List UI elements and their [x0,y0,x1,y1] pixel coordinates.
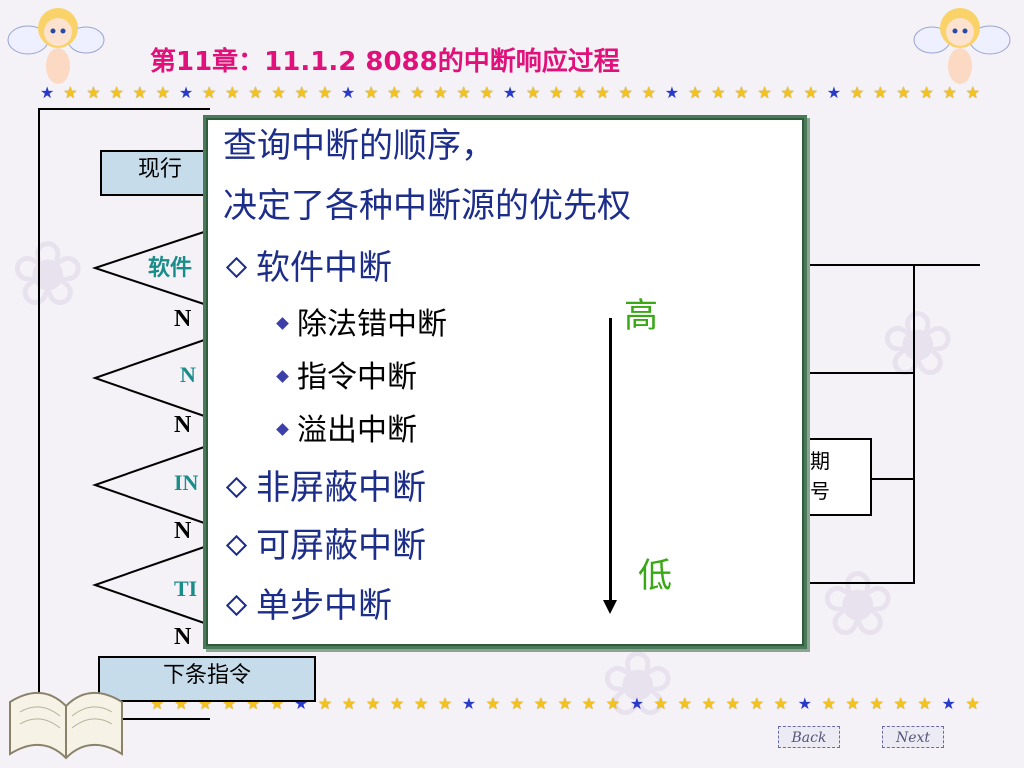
current-instruction-box: 现行 [100,150,220,196]
background-flower-decoration: ❀ [820,552,896,657]
priority-item-label: 非屏蔽中断 [256,468,426,508]
flowchart-diamonds [91,229,211,626]
open-book-decoration [9,691,123,760]
diamond-label-software: 软件 [148,256,193,281]
sub-item-divide-error: 除法错中断 [274,305,447,345]
diamond-bullet-icon [276,369,289,383]
slide-title: 第11章：11.1.2 8088的中断响应过程 [150,47,620,77]
connector-line [913,264,915,584]
priority-item-single-step: 单步中断 [223,584,392,628]
priority-item-label: 单步中断 [256,586,392,626]
no-branch-label: N [174,412,192,438]
diamond-bullet-icon [225,256,248,278]
connector-line [800,582,913,584]
priority-item-software: 软件中断 [223,246,392,290]
sub-item-label: 指令中断 [297,360,417,395]
diamond-bullet-icon [225,476,248,498]
next-instruction-label: 下条指令 [162,663,251,688]
sub-item-overflow: 溢出中断 [274,411,417,451]
sub-item-instruction: 指令中断 [274,358,417,398]
priority-popup-panel: 查询中断的顺序， 决定了各种中断源的优先权 软件中断 除法错中断 指令中断 溢出… [203,115,807,649]
star-border-top: ★★★★★★★★★★★★★★★★★★★★★★★★★★★★★★★★★★★★★★★★… [40,83,980,102]
current-instruction-label: 现行 [137,157,182,182]
priority-item-label: 软件中断 [256,248,392,288]
popup-heading-line2: 决定了各种中断源的优先权 [223,186,631,226]
no-branch-label: N [174,518,192,544]
back-button[interactable]: Back [778,726,840,748]
priority-item-nmi: 非屏蔽中断 [223,466,426,510]
star-border-bottom: ★★★★★★★★★★★★★★★★★★★★★★★★★★★★★★★★★★★ [150,694,980,713]
diamond-bullet-icon [276,316,289,330]
diamond-label-tf: TI [174,576,198,601]
background-flower-decoration: ❀ [880,292,956,397]
flowchart-outer-frame [38,108,210,720]
priority-low-label: 低 [638,556,672,596]
diamond-bullet-icon [225,534,248,556]
priority-arrow-line [609,318,612,603]
angel-decoration-right [913,8,1011,84]
background-flower-decoration: ❀ [10,222,86,327]
interrupt-cycle-text-1: 期 [810,449,830,473]
priority-item-maskable: 可屏蔽中断 [223,524,426,568]
angel-decoration-left [7,8,105,84]
connector-line [800,264,980,266]
next-button[interactable]: Next [882,726,944,748]
priority-high-label: 高 [624,296,658,336]
connector-line [800,372,913,374]
diamond-bullet-icon [225,594,248,616]
interrupt-cycle-text-2: 号 [810,479,830,503]
popup-heading-line1: 查询中断的顺序， [223,126,495,166]
diamond-bullet-icon [276,422,289,436]
connector-line [870,478,913,480]
priority-item-label: 可屏蔽中断 [256,526,426,566]
no-branch-label: N [174,306,192,332]
sub-item-label: 除法错中断 [297,307,447,342]
background-flower-decoration: ❀ [600,632,676,737]
diamond-label-nmi: N [180,362,196,387]
no-branch-label: N [174,624,192,650]
down-arrow-icon [603,600,617,614]
next-instruction-box: 下条指令 [98,656,316,702]
diamond-label-intr: IN [174,470,199,495]
sub-item-label: 溢出中断 [297,413,417,448]
